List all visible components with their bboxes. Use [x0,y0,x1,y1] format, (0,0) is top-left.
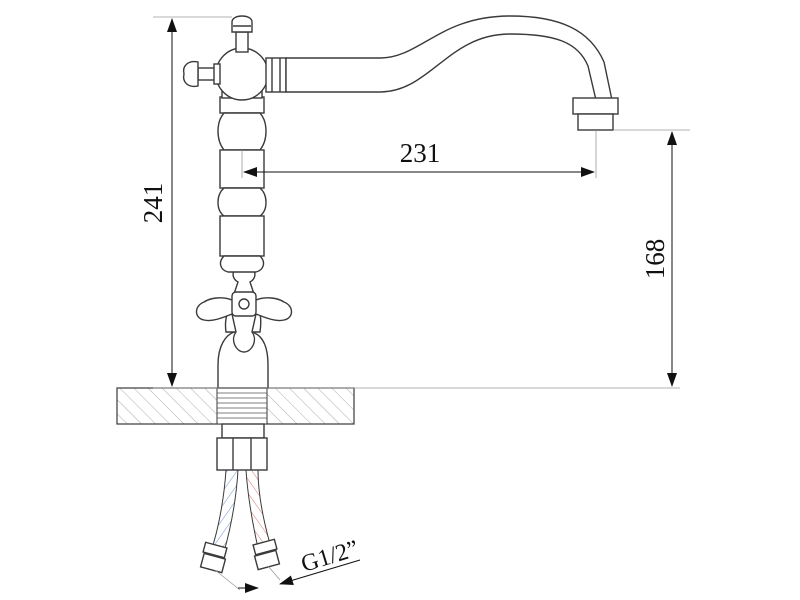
countertop-section [116,387,355,425]
dimension-label-height-total: 241 [138,183,168,224]
mounting-nut [216,423,268,471]
dimension-label-thread: G1/2” [298,536,362,578]
dimension-height-total: 241 [138,18,177,387]
cross-handle-lower [195,267,293,353]
dimension-label-spout-reach: 231 [400,138,441,168]
extension-lines [153,16,690,591]
flexible-hose-cold [199,469,239,574]
dimension-label-spout-height: 168 [640,239,670,280]
flexible-hose-hot [245,469,281,571]
faucet-head [215,15,269,101]
dimension-spout-reach: 231 [243,138,595,177]
faucet-spout [265,15,619,131]
faucet-column [217,96,267,273]
dimension-spout-height: 168 [640,131,677,387]
side-handle-upper [182,60,221,88]
